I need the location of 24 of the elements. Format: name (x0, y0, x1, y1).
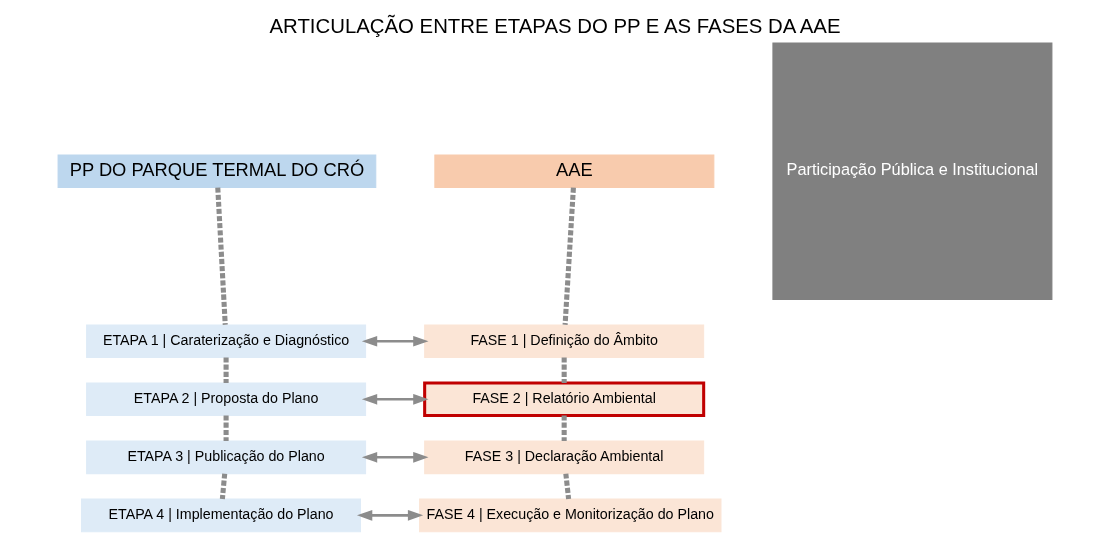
arrow (361, 393, 429, 405)
node-box: FASE 3 | Declaração Ambiental (424, 440, 705, 475)
node-box: ETAPA 4 | Implementação do Plano (80, 498, 361, 533)
connector (223, 357, 229, 383)
node-box: FASE 4 | Execução e Monitorização do Plano (419, 498, 722, 533)
arrow (356, 510, 424, 521)
node-box: FASE 2 | Relatório Ambiental (423, 381, 706, 418)
arrow (361, 451, 429, 463)
connector (215, 187, 228, 325)
node-box: FASE 1 | Definição do Âmbito (424, 324, 705, 359)
connector (562, 187, 576, 325)
connector (561, 357, 567, 383)
arrow (361, 335, 429, 347)
node-box: ETAPA 3 | Publicação do Plano (86, 440, 367, 475)
connector (561, 415, 567, 442)
connector (563, 473, 572, 500)
node-box: Participação Pública e Institucional (772, 42, 1053, 300)
node-box: ETAPA 2 | Proposta do Plano (86, 382, 367, 417)
connector (219, 473, 228, 500)
node-box: AAE (434, 154, 715, 188)
diagram-title: ARTICULAÇÃO ENTRE ETAPAS DO PP E AS FASES DA AAE (269, 14, 841, 37)
node-box: PP DO PARQUE TERMAL DO CRÓ (57, 154, 377, 188)
connector (223, 415, 229, 442)
node-box: ETAPA 1 | Caraterização e Diagnóstico (86, 324, 367, 359)
